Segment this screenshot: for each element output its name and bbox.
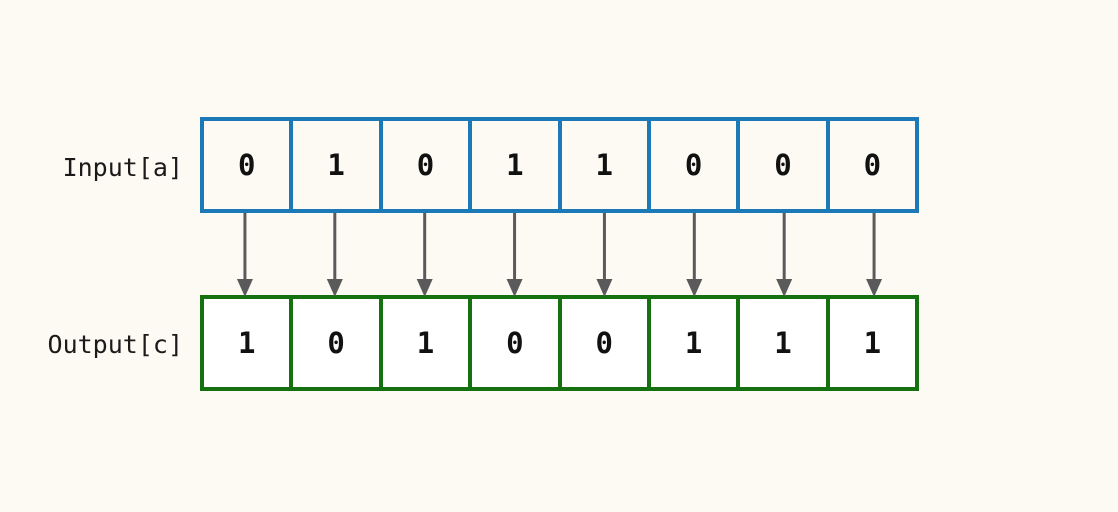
output-cell-4: 0 xyxy=(561,299,651,387)
input-cell-3: 1 xyxy=(472,121,562,209)
input-array: 0 1 0 1 1 0 0 0 xyxy=(200,117,919,213)
output-cell-7: 1 xyxy=(829,299,915,387)
output-row-label: Output[c] xyxy=(47,330,183,359)
input-cell-4: 1 xyxy=(561,121,651,209)
output-cell-0: 1 xyxy=(204,299,294,387)
output-cell-1: 0 xyxy=(293,299,383,387)
output-array: 1 0 1 0 0 1 1 1 xyxy=(200,295,919,391)
input-cell-7: 0 xyxy=(829,121,915,209)
output-cell-5: 1 xyxy=(650,299,741,387)
output-cell-3: 0 xyxy=(472,299,562,387)
input-row-label: Input[a] xyxy=(62,153,183,182)
input-cell-1: 1 xyxy=(293,121,383,209)
output-cell-2: 1 xyxy=(382,299,473,387)
input-cell-2: 0 xyxy=(382,121,473,209)
input-cell-5: 0 xyxy=(650,121,741,209)
input-cell-0: 0 xyxy=(204,121,294,209)
input-cell-6: 0 xyxy=(740,121,830,209)
output-cell-6: 1 xyxy=(740,299,830,387)
